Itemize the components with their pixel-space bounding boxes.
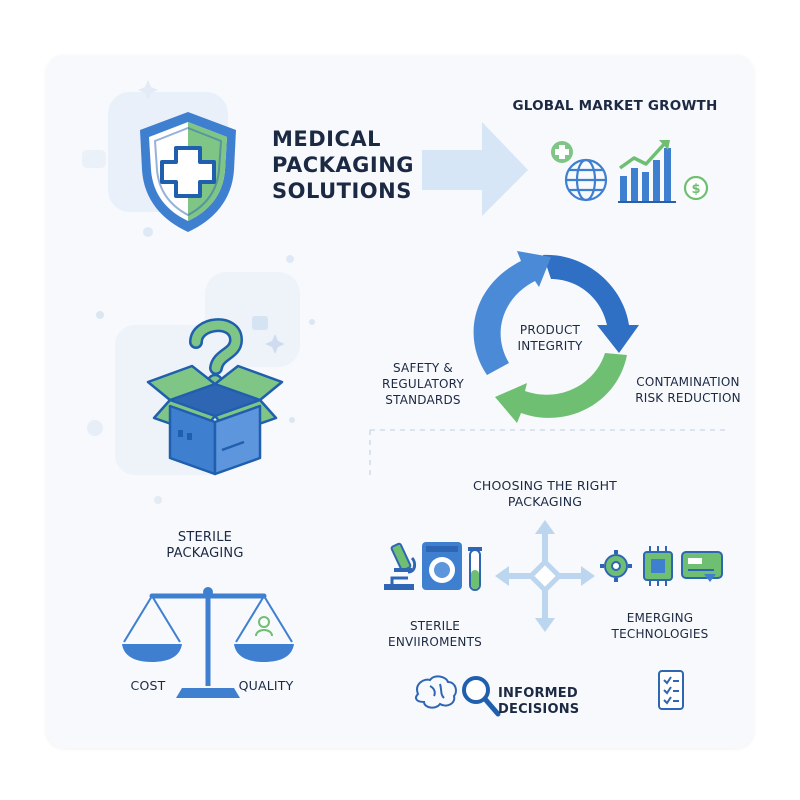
sterile-env-label: STERILE ENVIIROMENTS (375, 618, 495, 650)
cycle-right-line-1: CONTAMINATION (636, 375, 740, 389)
cycle-left-label: SAFETY & REGULATORY STANDARDS (368, 360, 478, 408)
sterile-env-line-1: STERILE (409, 619, 461, 633)
choosing-title-line-2: PACKAGING (507, 494, 583, 509)
sterile-packaging-label: STERILE PACKAGING (150, 530, 260, 562)
emerging-tech-line-2: TECHNOLOGIES (611, 627, 709, 641)
box-question-icon (146, 318, 284, 476)
cycle-arrow-left (473, 251, 551, 375)
globe-icon (564, 158, 608, 202)
page-title: MEDICAL PACKAGING SOLUTIONS (272, 126, 414, 204)
arrow-right-icon (422, 122, 528, 216)
sterile-packaging-line-1: STERILE (177, 530, 233, 545)
dollar-icon: $ (683, 175, 709, 201)
market-growth-icons: $ (551, 140, 709, 203)
cycle-arrow-bottom (495, 353, 627, 423)
cycle-left-line-3: STANDARDS (385, 393, 461, 407)
title-line-3: SOLUTIONS (272, 179, 412, 203)
cycle-center-line-1: PRODUCT (519, 323, 581, 337)
test-tube-icon (468, 547, 482, 591)
informed-decisions-icons (415, 675, 501, 717)
crossroads-arrows-icon (495, 520, 595, 632)
informed-decisions-label: INFORMED DECISIONS (498, 686, 580, 717)
choosing-title-line-1: CHOOSING THE RIGHT (472, 478, 618, 493)
quality-leaf-icon (255, 616, 273, 637)
cost-label: COST (130, 678, 166, 693)
emerging-tech-icons (600, 546, 723, 586)
cycle-right-label: CONTAMINATION RISK REDUCTION (628, 374, 748, 406)
sterile-packaging-line-2: PACKAGING (166, 546, 244, 561)
cycle-center-label: PRODUCT INTEGRITY (495, 322, 605, 354)
device-card-icon (681, 551, 723, 582)
magnifier-icon (462, 676, 501, 717)
sterile-environment-icons (384, 542, 482, 591)
chip-icon (643, 546, 673, 586)
cycle-arrow-top (543, 254, 639, 353)
cycle-right-line-2: RISK REDUCTION (635, 391, 741, 405)
balance-scale-icon (122, 587, 294, 698)
emerging-tech-label: EMERGING TECHNOLOGIES (595, 610, 725, 642)
cycle-left-line-2: REGULATORY (382, 377, 464, 391)
checklist-icon (658, 670, 684, 710)
emerging-tech-line-1: EMERGING (626, 611, 694, 625)
quality-label: QUALITY (238, 678, 294, 693)
medical-badge-icon (551, 141, 573, 163)
brain-icon (415, 675, 457, 709)
choosing-title: CHOOSING THE RIGHT PACKAGING (450, 478, 640, 510)
title-line-1: MEDICAL (272, 127, 382, 151)
title-line-2: PACKAGING (272, 153, 415, 177)
autoclave-icon (422, 542, 462, 590)
svg-text:$: $ (691, 182, 700, 197)
cycle-diagram (473, 251, 639, 423)
cycle-left-line-1: SAFETY & (393, 361, 453, 375)
gear-icon (600, 550, 632, 582)
shield-icon (140, 112, 236, 232)
cycle-center-line-2: INTEGRITY (517, 339, 583, 353)
market-growth-label: GLOBAL MARKET GROWTH (512, 98, 718, 114)
microscope-icon (384, 542, 417, 590)
sterile-env-line-2: ENVIIROMENTS (388, 635, 482, 649)
bar-chart-icon (618, 140, 676, 203)
